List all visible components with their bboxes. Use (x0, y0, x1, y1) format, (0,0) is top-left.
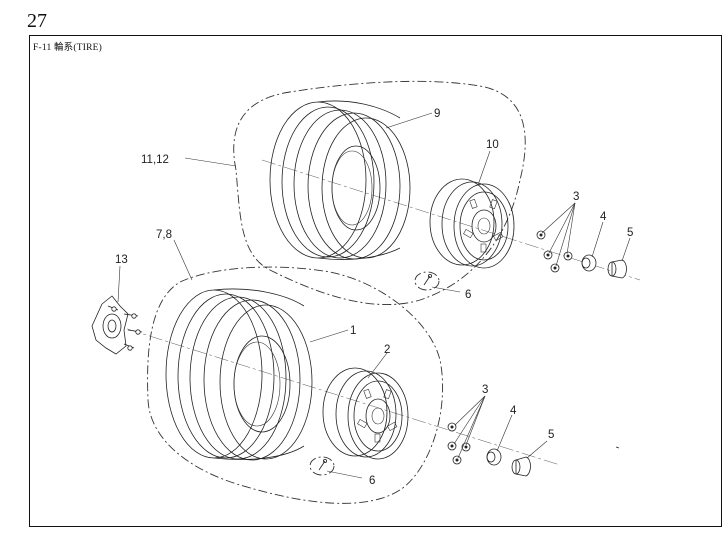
callout-4-rear: 4 (600, 211, 607, 223)
leader-lines-rear (184, 112, 631, 293)
axle-centerline-rear (261, 159, 641, 281)
axle-nut-front (486, 448, 502, 466)
section-title: F-11 輪系(TIRE) (33, 43, 103, 53)
callout-1: 1 (350, 325, 356, 337)
tire-rear (269, 100, 411, 260)
callout-2: 2 (384, 344, 390, 356)
wheel-rim-rear (429, 178, 515, 269)
lug-nuts-front (447, 422, 471, 465)
hub-cap-front (511, 456, 531, 477)
drawing-frame (29, 35, 722, 527)
hub-cap-rear (607, 259, 627, 279)
callout-6-rear: 6 (465, 289, 471, 301)
callout-6-front: 6 (369, 475, 375, 487)
callout-5-rear: 5 (627, 227, 633, 239)
valve-rear (414, 271, 440, 291)
callout-10: 10 (486, 139, 499, 151)
callout-3-rear: 3 (573, 191, 579, 203)
tire-front (165, 288, 313, 461)
callout-11-12: 11,12 (141, 154, 169, 166)
stray-mark (615, 446, 620, 449)
leader-lines-front (117, 239, 548, 479)
assembly-boundary-rear (233, 80, 526, 305)
callout-4-front: 4 (510, 405, 517, 417)
page-number: 27 (27, 10, 47, 32)
valve-front (309, 456, 335, 476)
callout-13: 13 (115, 254, 128, 266)
axle-nut-rear (581, 254, 597, 272)
callout-3-front: 3 (482, 384, 488, 396)
callout-5-front: 5 (548, 429, 554, 441)
assembly-boundary-front (147, 266, 444, 504)
wheel-hub (91, 295, 143, 355)
lug-nuts-rear (536, 230, 573, 273)
callout-7-8: 7,8 (156, 229, 172, 241)
wheel-rim-front (322, 367, 409, 460)
callout-9: 9 (434, 108, 440, 120)
